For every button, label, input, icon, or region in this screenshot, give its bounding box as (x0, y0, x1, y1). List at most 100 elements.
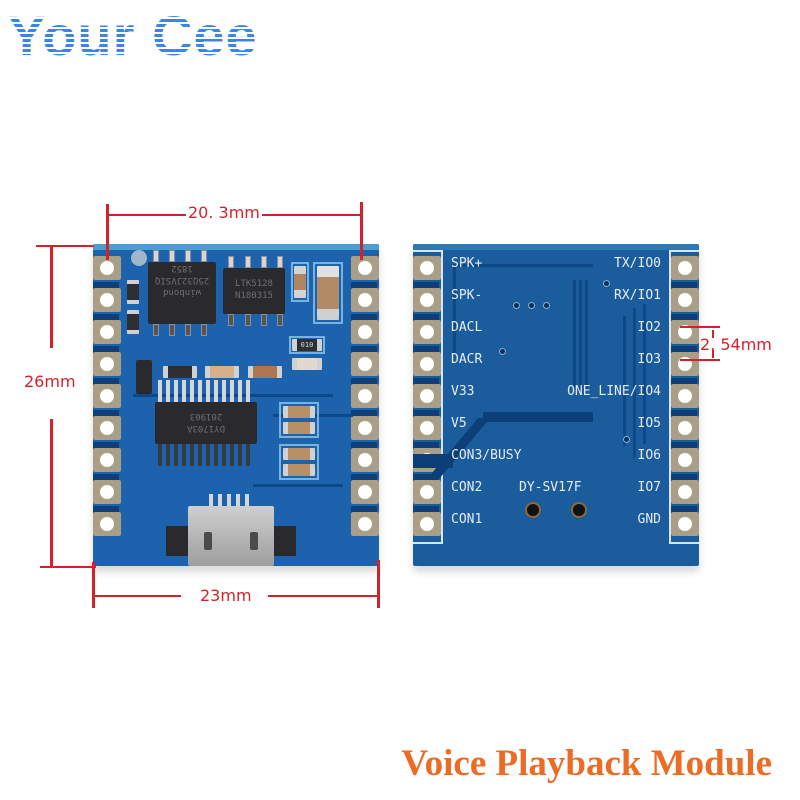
pin-label-io7: IO7 (637, 480, 661, 495)
chip-pin (277, 256, 283, 268)
pin-pad (93, 480, 121, 504)
pin-pad (413, 384, 441, 408)
pin-pad (413, 352, 441, 376)
mounting-hole (525, 502, 541, 518)
pin-separator (671, 314, 697, 322)
pin-separator (93, 474, 119, 482)
brand-logo: Your Cee (8, 4, 258, 67)
pin-separator (413, 474, 439, 482)
pin-pad (351, 384, 379, 408)
pin-label-con3-busy: CON3/BUSY (451, 448, 522, 463)
pin-separator (413, 346, 439, 354)
chip-pin (153, 324, 159, 336)
chip-marking: DY1703A (187, 423, 225, 433)
pcb-trace (643, 304, 646, 444)
dimension-tick (106, 204, 109, 260)
via (543, 302, 550, 309)
pin-pad (93, 448, 121, 472)
pcb-trace (633, 308, 636, 458)
dimension-label-pitch: 2. 54mm (700, 335, 772, 354)
resistor: 010 (292, 339, 322, 351)
pin-pad (671, 384, 699, 408)
pin-label-dacr: DACR (451, 352, 483, 367)
pin-pad (351, 416, 379, 440)
pin-pad (413, 288, 441, 312)
silkscreen-frame-left (413, 250, 443, 544)
pin-separator (93, 346, 119, 354)
chip-pin (245, 314, 251, 326)
pin-pad (351, 512, 379, 536)
dimension-tick (40, 566, 96, 568)
pin-pad (671, 480, 699, 504)
dimension-tick (377, 560, 380, 608)
capacitor (283, 448, 315, 460)
pin-pad (351, 480, 379, 504)
pin-pad (351, 256, 379, 280)
dimension-tick (92, 562, 95, 608)
chip-marking: 25Q32JVSIQ (154, 275, 210, 285)
component-outline (279, 402, 319, 438)
via (623, 436, 630, 443)
dimension-line-width (93, 595, 181, 597)
pcb-trace (483, 412, 593, 422)
chip-pin (201, 250, 207, 262)
pin-separator (93, 442, 119, 450)
fiducial-mark (131, 250, 147, 266)
chip-marking: winbond (163, 287, 201, 297)
chip-marking: N180315 (235, 291, 273, 301)
pin-pad (351, 288, 379, 312)
pin-separator (413, 506, 439, 514)
pin-pad (413, 320, 441, 344)
component-outline (279, 444, 319, 480)
pin-pad (671, 320, 699, 344)
dimension-line-pitch (712, 350, 714, 358)
resistor (127, 280, 139, 304)
dimension-tick (36, 245, 94, 247)
chip-pin (169, 324, 175, 336)
pcb-trace (453, 264, 593, 267)
pin-separator (671, 442, 697, 450)
pcb-trace (623, 316, 626, 446)
led (292, 358, 322, 370)
pin-pad (413, 480, 441, 504)
pin-label-dacl: DACL (451, 320, 483, 335)
usb-pins (209, 494, 253, 508)
pin-separator (93, 314, 119, 322)
pin-label-spk-minus: SPK- (451, 288, 483, 303)
chip-pins-bottom (158, 444, 254, 466)
pin-separator (351, 314, 377, 322)
pin-separator (351, 378, 377, 386)
pin-pad (93, 512, 121, 536)
pin-label-io5: IO5 (637, 416, 661, 431)
chip-pin (201, 324, 207, 336)
pin-pad (351, 352, 379, 376)
pin-pad (671, 448, 699, 472)
micro-usb-connector[interactable] (188, 506, 274, 566)
chip-pin (261, 314, 267, 326)
flash-memory-chip: winbond 25Q32JVSIQ 1852 (148, 262, 216, 324)
chip-marking: 1852 (171, 263, 193, 273)
chip-pin (245, 256, 251, 268)
pin-label-v5: V5 (451, 416, 467, 431)
pin-separator (671, 346, 697, 354)
capacitor (294, 266, 306, 298)
pin-label-con2: CON2 (451, 480, 483, 495)
pin-pad (351, 448, 379, 472)
pin-pad (351, 320, 379, 344)
usb-slot (204, 532, 212, 550)
pcb-edge (93, 244, 379, 250)
pcb-trace (453, 264, 456, 354)
pin-separator (413, 378, 439, 386)
pin-pad (671, 416, 699, 440)
dimension-tick (680, 326, 720, 328)
via (499, 348, 506, 355)
pin-pad (413, 256, 441, 280)
pin-pad (413, 416, 441, 440)
pcb-trace (573, 280, 576, 390)
chip-marking: 201903 (189, 411, 223, 421)
pin-separator (671, 474, 697, 482)
pin-separator (413, 442, 439, 450)
pin-separator (93, 282, 119, 290)
resistor (163, 366, 197, 378)
component-outline (313, 262, 343, 324)
